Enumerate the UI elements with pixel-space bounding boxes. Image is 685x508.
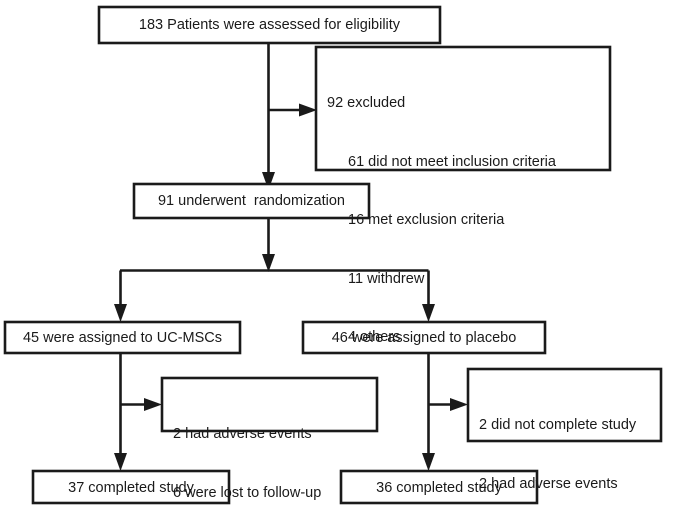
box-completed-placebo <box>339 469 539 505</box>
box-excluded <box>314 45 612 172</box>
box-dropout-treatment <box>160 376 379 433</box>
connector-assessed-to-randomized <box>262 43 275 190</box>
connector-split-to-treatment <box>114 270 127 322</box>
connector-treatment-to-completed <box>114 353 127 471</box>
connector-treatment-to-dropout <box>120 398 162 411</box>
connector-placebo-to-completed <box>422 353 435 471</box>
box-randomized <box>132 182 371 220</box>
connector-placebo-to-dropout <box>428 398 468 411</box>
box-completed-treatment <box>31 469 231 505</box>
box-assessed <box>97 5 442 45</box>
box-dropout-placebo <box>466 367 663 443</box>
connector-assessed-to-excluded <box>268 103 317 117</box>
connector-randomized-to-split <box>262 218 275 272</box>
box-allocated-treatment <box>3 320 242 355</box>
box-allocated-placebo <box>301 320 547 355</box>
connector-split-to-placebo <box>422 270 435 322</box>
